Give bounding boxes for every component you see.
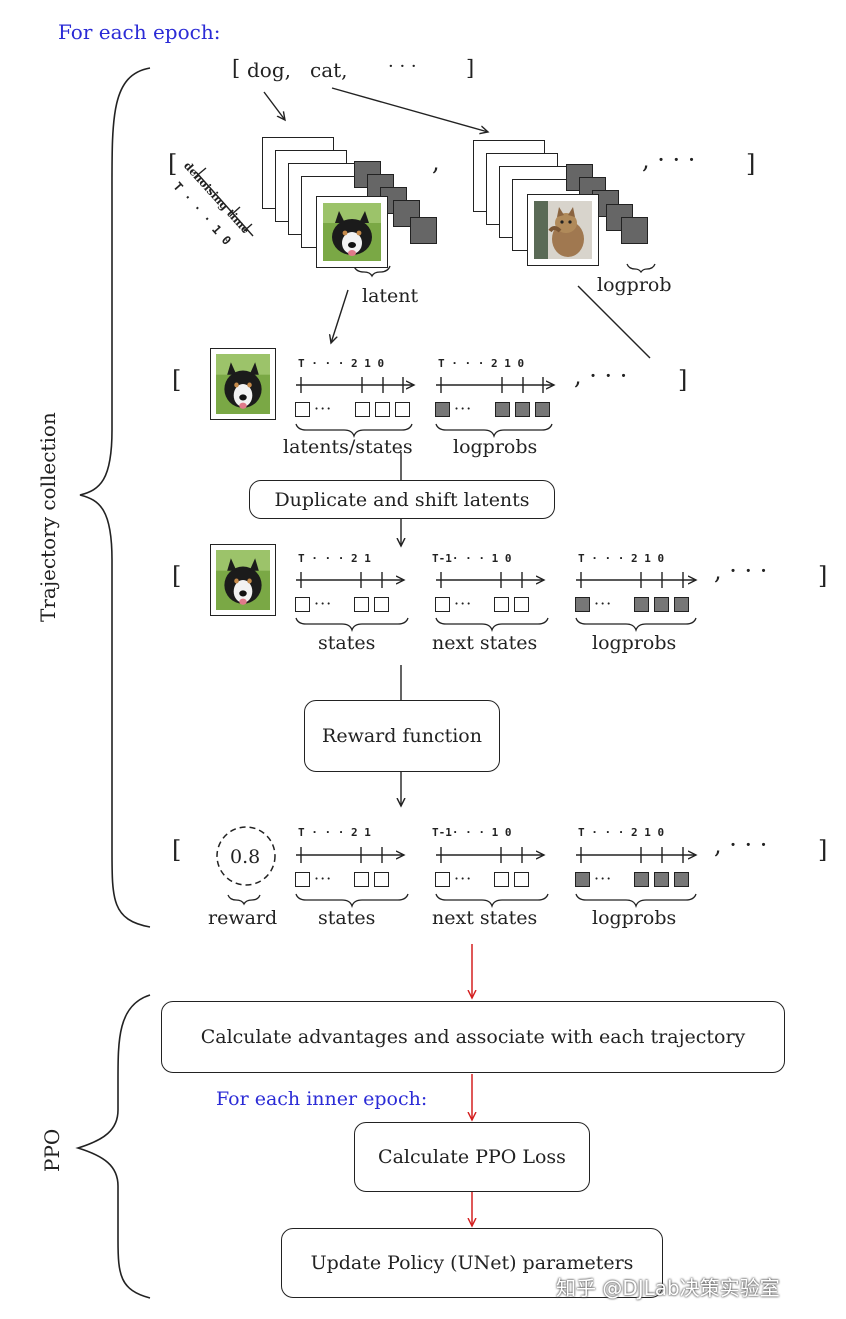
reward-label: reward xyxy=(208,907,278,929)
row2-open-bracket: [ xyxy=(172,562,182,590)
reward-value: 0.8 xyxy=(230,846,261,868)
row2-next-states-label: next states xyxy=(432,632,538,654)
ppo-label: PPO xyxy=(40,1128,64,1172)
row2-dog-image xyxy=(210,544,276,616)
row3-next-ticks: T-1· · · 1 0 xyxy=(432,826,512,839)
row2-next-ticks: T-1· · · 1 0 xyxy=(432,552,512,565)
row3-states-label: states xyxy=(318,907,376,929)
prompt-dots: · · · xyxy=(388,56,417,77)
for-each-inner-epoch-label: For each inner epoch: xyxy=(216,1088,428,1110)
calculate-advantages-box: Calculate advantages and associate with … xyxy=(161,1001,785,1073)
top-trail: , · · · xyxy=(642,146,696,174)
top-comma: , xyxy=(432,148,440,176)
row3-next-states-label: next states xyxy=(432,907,538,929)
reward-circle xyxy=(216,826,276,886)
duplicate-shift-box: Duplicate and shift latents xyxy=(249,480,555,519)
watermark: 知乎 @DJLab决策实验室 xyxy=(556,1276,780,1300)
row3-logprobs-ticks: T · · · 2 1 0 xyxy=(578,826,665,839)
prompts-open-bracket: [ xyxy=(232,56,241,80)
row1-logprobs-label: logprobs xyxy=(453,436,538,458)
row1-close-bracket: ] xyxy=(678,366,688,394)
cat-image xyxy=(527,194,599,266)
row2-states-ticks: T · · · 2 1 xyxy=(298,552,371,565)
reward-function-box: Reward function xyxy=(304,700,500,772)
row2-close-bracket: ] xyxy=(818,562,828,590)
latent-label: latent xyxy=(362,285,419,307)
row3-open-bracket: [ xyxy=(172,836,182,864)
row3-trail: , · · · xyxy=(714,831,768,859)
prompt-cat: cat, xyxy=(310,58,348,82)
row2-states-label: states xyxy=(318,632,376,654)
update-policy-box: Update Policy (UNet) parameters xyxy=(281,1228,663,1298)
dog-image xyxy=(316,196,388,268)
prompt-dog: dog, xyxy=(247,58,292,82)
trajectory-brace xyxy=(79,67,151,928)
row2-logprobs-ticks: T · · · 2 1 0 xyxy=(578,552,665,565)
row3-states-ticks: T · · · 2 1 xyxy=(298,826,371,839)
prompts-close-bracket: ] xyxy=(466,56,475,80)
trajectory-collection-label: Trajectory collection xyxy=(36,412,60,622)
top-open-bracket: [ xyxy=(168,150,178,178)
row1-dog-image xyxy=(210,348,276,420)
row1-open-bracket: [ xyxy=(172,366,182,394)
row2-trail: , · · · xyxy=(714,557,768,585)
row1-latents-label: latents/states xyxy=(283,436,413,458)
row1-latents-ticks: T · · · 2 1 0 xyxy=(298,357,385,370)
for-each-epoch-label: For each epoch: xyxy=(58,20,221,44)
row1-logprobs-ticks: T · · · 2 1 0 xyxy=(438,357,525,370)
logprob-label: logprob xyxy=(597,274,672,296)
top-close-bracket: ] xyxy=(746,150,756,178)
calculate-ppo-loss-box: Calculate PPO Loss xyxy=(354,1122,590,1192)
row1-trail: , · · · xyxy=(574,362,628,390)
row3-logprobs-label: logprobs xyxy=(592,907,677,929)
ppo-brace xyxy=(75,994,151,1299)
row3-close-bracket: ] xyxy=(818,836,828,864)
row2-logprobs-label: logprobs xyxy=(592,632,677,654)
